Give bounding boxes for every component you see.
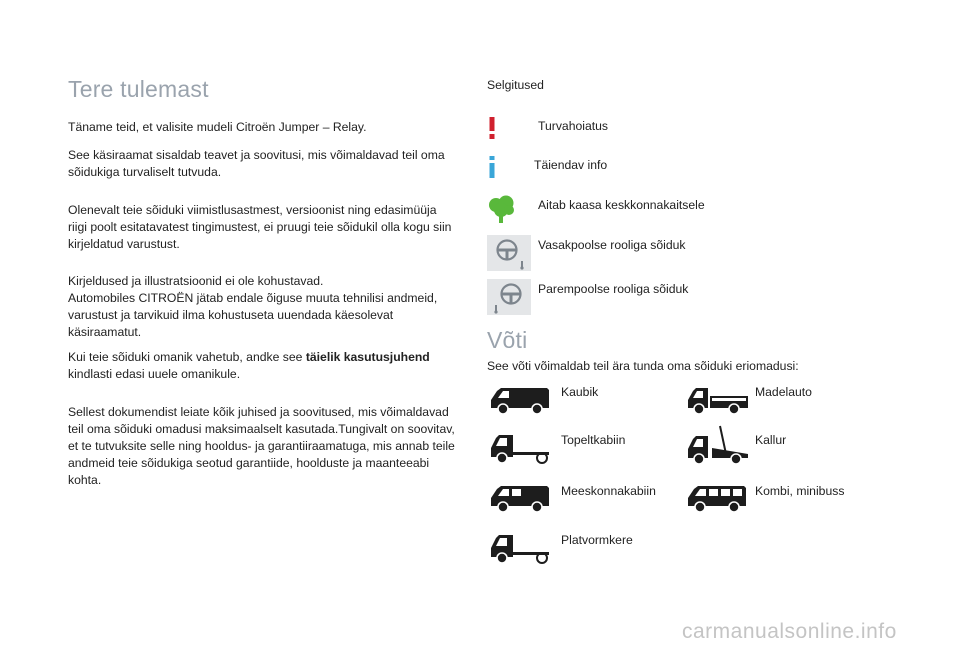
vehicle-label-platform: Platvormkere	[561, 533, 633, 547]
crew-van-icon	[489, 484, 553, 514]
non-binding-paragraph: Kirjeldused ja illustratsioonid ei ole k…	[68, 274, 324, 288]
legend-info-label: Täiendav info	[534, 158, 608, 172]
tipper-icon	[686, 424, 752, 466]
owner-change-text-2: kindlasti edasi uuele omanikule.	[68, 367, 241, 381]
vehicle-label-minibus: Kombi, minibuss	[755, 484, 845, 498]
minibus-icon	[686, 484, 750, 514]
equipment-paragraph: Olenevalt teie sõiduki viimistlusastmest…	[68, 203, 452, 251]
tree-icon	[487, 195, 517, 223]
vehicle-label-tipper: Kallur	[755, 433, 787, 447]
owner-change-bold: täielik kasutusjuhend	[305, 350, 430, 364]
van-icon	[489, 386, 553, 416]
key-title: Võti	[487, 327, 528, 353]
rhd-steering-icon	[487, 279, 531, 315]
legend-lhd-label: Vasakpoolse rooliga sõiduk	[538, 238, 686, 252]
dropside-icon	[686, 386, 750, 416]
guidance-paragraph: Sellest dokumendist leiate kõik juhised …	[68, 405, 455, 487]
intro-paragraph: Täname teid, et valisite mudeli Citroën …	[68, 120, 367, 134]
platform-icon	[489, 533, 555, 565]
owner-change-text-1: Kui teie sõiduki omanik vahetub, andke s…	[68, 350, 306, 364]
legend-rhd-label: Parempoolse rooliga sõiduk	[538, 282, 689, 296]
chassis-cab-icon	[489, 433, 555, 465]
owner-change-paragraph: Kui teie sõiduki omanik vahetub, andke s…	[68, 349, 443, 383]
watermark: carmanualsonline.info	[682, 620, 897, 643]
legend-eco-label: Aitab kaasa keskkonnakaitsele	[538, 198, 705, 212]
key-intro: See võti võimaldab teil ära tunda oma sõ…	[487, 359, 799, 373]
warning-icon	[486, 117, 498, 139]
vehicle-label-van: Kaubik	[561, 385, 599, 399]
legend-heading: Selgitused	[487, 78, 544, 92]
vehicle-label-chassis-cab: Topeltkabiin	[561, 433, 626, 447]
lhd-steering-icon	[487, 235, 531, 271]
legend-warning-label: Turvahoiatus	[538, 119, 609, 133]
rights-paragraph: Automobiles CITROËN jätab endale õiguse …	[68, 291, 438, 339]
info-icon	[486, 156, 498, 178]
vehicle-label-dropside: Madelauto	[755, 385, 812, 399]
vehicle-label-crew-van: Meeskonnakabiin	[561, 484, 656, 498]
manual-description-paragraph: See käsiraamat sisaldab teavet ja soovit…	[68, 148, 445, 179]
page-title: Tere tulemast	[68, 76, 209, 102]
